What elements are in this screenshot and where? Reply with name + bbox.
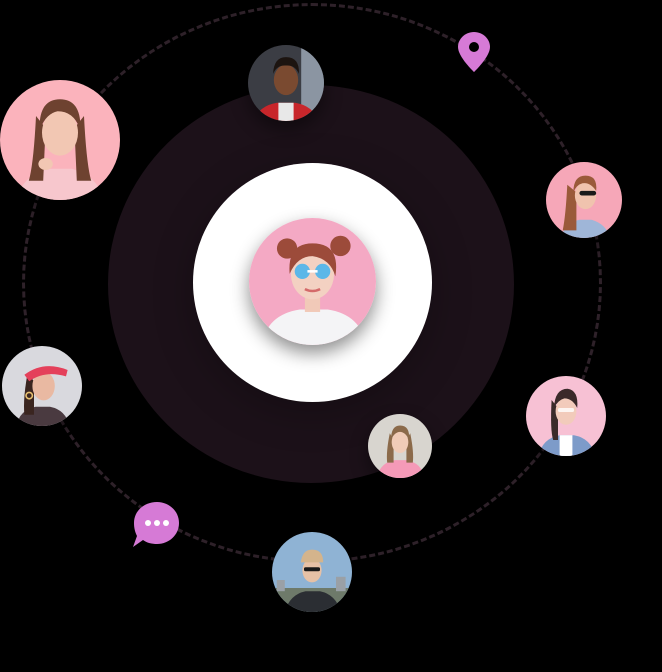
location-pin-icon <box>457 31 491 73</box>
man-red-jacket-icon <box>248 45 324 121</box>
woman-sunglasses-buns-icon <box>249 218 376 345</box>
woman-pink-blouse-icon <box>0 80 120 200</box>
woman-denim-jacket-icon <box>526 376 606 456</box>
orbit-avatar-woman-pink-sweater[interactable] <box>368 414 432 478</box>
orbit-avatar-man-sunglasses-outdoor[interactable] <box>272 532 352 612</box>
orbit-avatar-woman-denim-jacket[interactable] <box>526 376 606 456</box>
woman-pink-sweater-icon <box>368 414 432 478</box>
chat-bubble-icon <box>131 500 181 548</box>
center-user-avatar[interactable] <box>249 218 376 345</box>
man-sunglasses-outdoor-icon <box>272 532 352 612</box>
woman-sunglasses-icon <box>546 162 622 238</box>
orbit-avatar-woman-sunglasses[interactable] <box>546 162 622 238</box>
orbit-avatar-woman-red-visor[interactable] <box>2 346 82 426</box>
woman-red-visor-icon <box>2 346 82 426</box>
orbit-avatar-woman-pink-blouse[interactable] <box>0 80 120 200</box>
orbit-avatar-man-red-jacket[interactable] <box>248 45 324 121</box>
